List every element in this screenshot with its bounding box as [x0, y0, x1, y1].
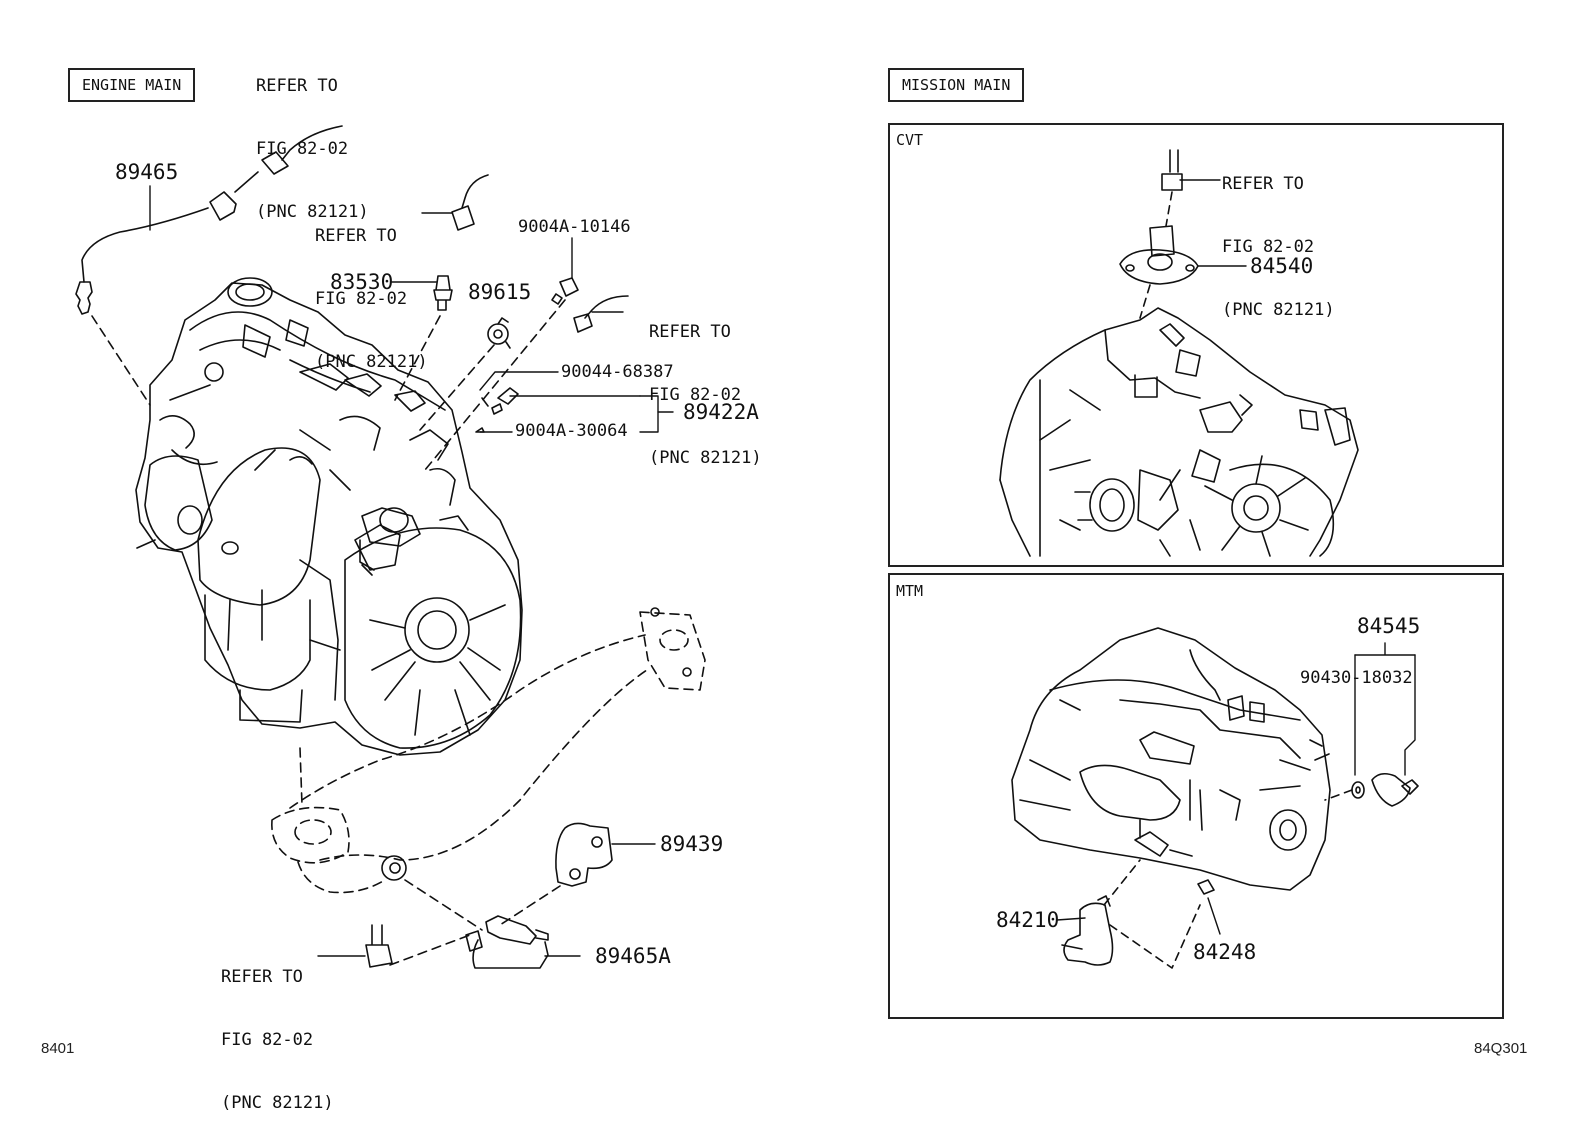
mission-main-label: MISSION MAIN — [902, 76, 1011, 94]
part-89439[interactable]: 89439 — [660, 832, 724, 856]
sensor-84210-illustration — [1061, 895, 1114, 966]
part-89615[interactable]: 89615 — [468, 280, 532, 304]
refer-line-2: FIG 82-02 — [649, 385, 742, 405]
refer-note-cvt: REFER TO FIG 82-02 (PNC 82121) — [1222, 132, 1335, 342]
refer-note-bottom: REFER TO FIG 82-02 (PNC 82121) — [221, 925, 334, 1135]
connector-89465a-illustration — [465, 930, 483, 952]
cvt-dashed-leaders — [1139, 191, 1173, 319]
footer-illustration-code: 84Q301 — [1474, 1040, 1528, 1057]
refer-line-3: (PNC 82121) — [1222, 300, 1335, 320]
refer-line-1: REFER TO — [221, 967, 303, 987]
flange-bolt — [650, 607, 692, 677]
exhaust-pipe-illustration — [271, 611, 706, 894]
sensor-89465a-illustration — [472, 915, 549, 969]
mtm-leaders — [1056, 642, 1416, 935]
refer-line-3: (PNC 82121) — [649, 448, 762, 468]
bolt-9004a-10146-illustration — [551, 277, 579, 305]
sensor-89615-illustration — [487, 317, 511, 349]
cvt-transaxle-illustration — [999, 307, 1359, 557]
refer-note-83530: REFER TO FIG 82-02 (PNC 82121) — [315, 184, 428, 394]
mtm-frame — [888, 573, 1504, 1019]
mtm-dashed-leaders — [1103, 789, 1353, 969]
part-84540[interactable]: 84540 — [1250, 254, 1314, 278]
footer-figure-number: 8401 — [41, 1040, 75, 1057]
part-89465a[interactable]: 89465A — [595, 944, 671, 968]
diagram-canvas — [75, 125, 1419, 969]
mtm-transaxle-illustration — [1011, 627, 1331, 891]
part-84545[interactable]: 84545 — [1357, 614, 1421, 638]
refer-note-cam: REFER TO FIG 82-02 (PNC 82121) — [649, 280, 762, 490]
cvt-frame — [888, 123, 1504, 567]
part-90044-68387[interactable]: 90044-68387 — [561, 362, 674, 382]
sensor-boss — [381, 855, 407, 881]
cvt-caption: CVT — [896, 131, 924, 149]
refer-line-3: (PNC 82121) — [315, 352, 428, 372]
refer-line-2: FIG 82-02 — [315, 289, 408, 309]
mission-main-tag: MISSION MAIN — [888, 68, 1025, 102]
sensor-83530-illustration — [433, 174, 489, 311]
harness-illustration — [573, 295, 629, 333]
refer-line-2: FIG 82-02 — [256, 139, 349, 159]
part-84248[interactable]: 84248 — [1193, 940, 1257, 964]
bracket-89439-illustration — [555, 822, 613, 887]
part-89465[interactable]: 89465 — [115, 160, 179, 184]
sensor-89465-illustration — [75, 125, 343, 315]
refer-line-1: REFER TO — [1222, 174, 1304, 194]
switch-84545-illustration — [1351, 772, 1419, 807]
refer-line-2: FIG 82-02 — [221, 1030, 314, 1050]
part-90430-18032[interactable]: 90430-18032 — [1300, 668, 1413, 688]
part-89422a[interactable]: 89422A — [683, 400, 759, 424]
engine-leaders — [149, 185, 674, 957]
engine-main-label: ENGINE MAIN — [82, 76, 182, 94]
engine-dashed-leaders — [91, 299, 566, 966]
part-9004a-10146[interactable]: 9004A-10146 — [518, 217, 631, 237]
refer-line-3: (PNC 82121) — [256, 202, 369, 222]
engine-main-tag: ENGINE MAIN — [68, 68, 196, 102]
refer-line-2: FIG 82-02 — [1222, 237, 1315, 257]
connector-lower-illustration — [365, 924, 393, 968]
mtm-caption: MTM — [896, 582, 924, 600]
part-9004a-30064[interactable]: 9004A-30064 — [515, 421, 628, 441]
clip-84248-illustration — [1197, 879, 1215, 895]
cvt-leaders — [1179, 179, 1247, 267]
refer-line-1: REFER TO — [649, 322, 731, 342]
part-84210[interactable]: 84210 — [996, 908, 1060, 932]
refer-note-top: REFER TO FIG 82-02 (PNC 82121) — [256, 34, 369, 244]
refer-line-1: REFER TO — [256, 76, 338, 96]
engine-assembly-illustration — [135, 277, 523, 756]
refer-line-1: REFER TO — [315, 226, 397, 246]
part-83530[interactable]: 83530 — [330, 270, 394, 294]
refer-line-3: (PNC 82121) — [221, 1093, 334, 1113]
sensor-89422a-illustration — [475, 387, 519, 433]
